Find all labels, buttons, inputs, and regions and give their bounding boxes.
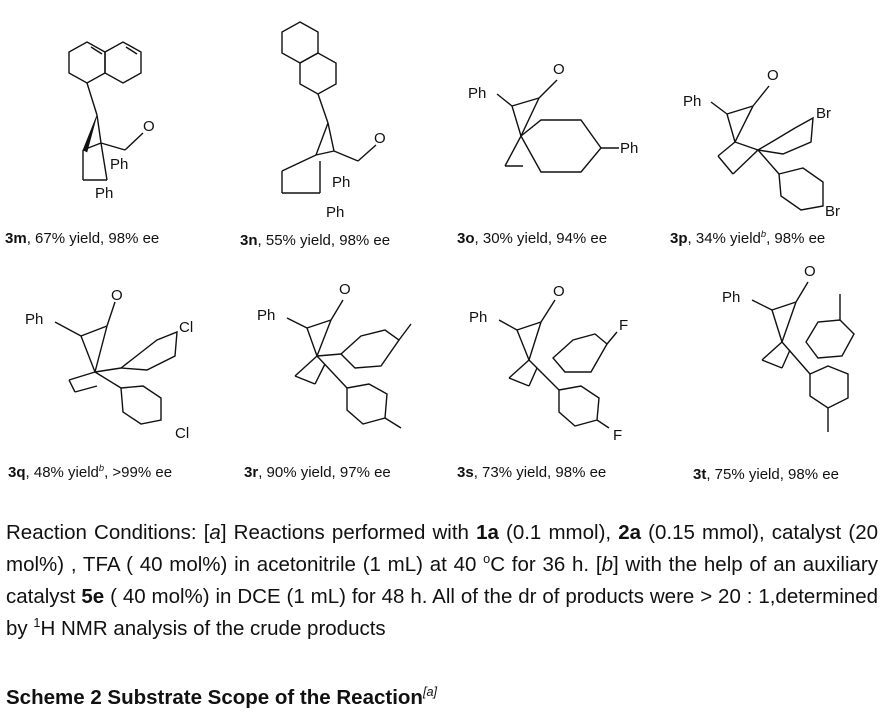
label-cl: Cl: [175, 425, 189, 442]
structure-3p: Ph O Br Br: [683, 67, 883, 220]
label-o: O: [553, 61, 565, 78]
structure-3n: Ph Ph O: [270, 15, 400, 225]
structure-3s: Ph O F F: [467, 280, 637, 444]
compound-id: 3o: [457, 230, 475, 247]
structure-3r: Ph O: [255, 280, 425, 440]
label-ph: Ph: [95, 185, 113, 202]
caption-3p: 3p, 34% yieldb, 98% ee: [670, 229, 826, 247]
label-ph: Ph: [110, 156, 128, 173]
caption-3o: 3o, 30% yield, 94% ee: [457, 230, 607, 247]
svg-text:O: O: [143, 118, 155, 135]
caption-3t: 3t, 75% yield, 98% ee: [693, 466, 839, 483]
yield-ee: , 73% yield, 98% ee: [473, 464, 607, 481]
compound-id: 3s: [457, 464, 474, 481]
reaction-conditions: Reaction Conditions: [a] Reactions perfo…: [6, 521, 879, 640]
compound-id: 3m: [5, 230, 27, 247]
structure-3o: Ph O Ph: [465, 60, 645, 180]
label-f: F: [619, 317, 628, 334]
compound-id: 3t: [693, 466, 707, 483]
caption-3m: 3m, 67% yield, 98% ee: [5, 230, 159, 247]
label-ph: Ph: [722, 289, 740, 306]
caption-3n: 3n, 55% yield, 98% ee: [240, 232, 390, 249]
label-ph: Ph: [326, 204, 344, 221]
label-ph: Ph: [257, 307, 275, 324]
caption-3r: 3r, 90% yield, 97% ee: [244, 464, 391, 481]
yield-ee: , 55% yield, 98% ee: [257, 232, 391, 249]
label-ph: Ph: [468, 85, 486, 102]
label-ph: Ph: [332, 174, 350, 191]
structure-3t: Ph O: [720, 262, 880, 442]
label-br: Br: [825, 203, 840, 220]
compound-id: 3p: [670, 230, 688, 247]
scheme-title: Scheme 2 Substrate Scope of the Reaction…: [6, 684, 438, 709]
label-o: O: [553, 283, 565, 300]
compound-id: 3n: [240, 232, 258, 249]
label-o: O: [804, 263, 816, 280]
caption-3s: 3s, 73% yield, 98% ee: [457, 464, 606, 481]
label-f: F: [613, 427, 622, 444]
svg-text:O: O: [374, 130, 386, 147]
label-o: O: [767, 67, 779, 84]
yield-ee: , 30% yield, 94% ee: [474, 230, 608, 247]
compound-id: 3r: [244, 464, 259, 481]
label-cl: Cl: [179, 319, 193, 336]
label-br: Br: [816, 105, 831, 122]
caption-3q: 3q, 48% yieldb, >99% ee: [8, 463, 173, 481]
label-ph: Ph: [683, 93, 701, 110]
label-o: O: [339, 281, 351, 298]
yield-ee: , 75% yield, 98% ee: [706, 466, 839, 483]
scheme-figure: Ph Ph O Ph Ph O Ph: [5, 15, 883, 483]
label-ph: Ph: [25, 311, 43, 328]
yield-ee: , 90% yield, 97% ee: [258, 464, 391, 481]
compound-id: 3q: [8, 464, 26, 481]
label-o: O: [111, 287, 123, 304]
label-ph: Ph: [469, 309, 487, 326]
yield-ee: , 67% yield, 98% ee: [26, 230, 160, 247]
structure-3m: Ph Ph O: [35, 35, 165, 205]
label-ph: Ph: [620, 140, 638, 157]
structure-3q: Ph O Cl Cl: [25, 280, 225, 442]
